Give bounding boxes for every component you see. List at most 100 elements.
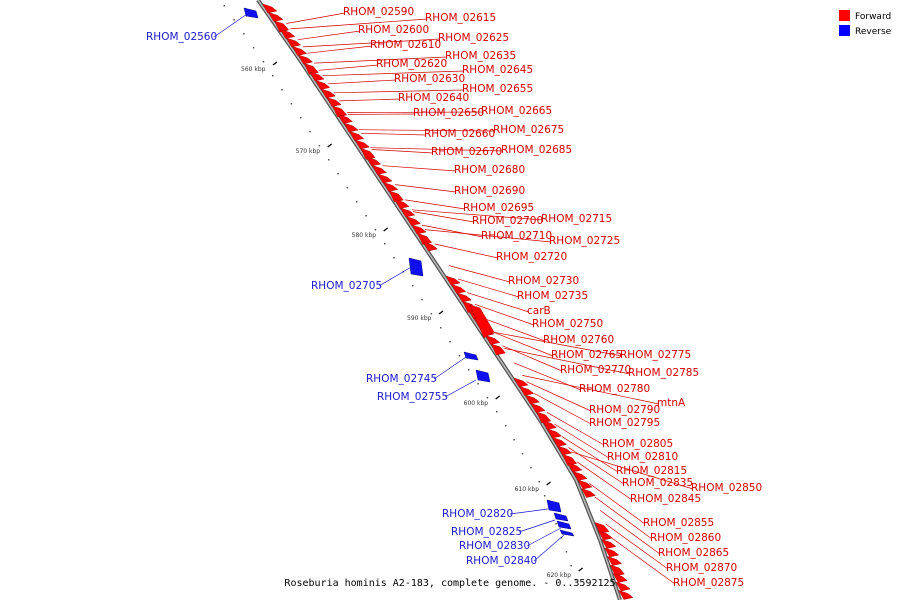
forward-gene-block xyxy=(519,386,535,396)
forward-gene-label: RHOM_02860 xyxy=(650,532,721,544)
reverse-gene-label: RHOM_02840 xyxy=(466,555,537,567)
leader-line xyxy=(457,278,520,298)
forward-gene-label: RHOM_02805 xyxy=(602,438,673,450)
leader-line xyxy=(434,243,499,259)
forward-gene-block xyxy=(315,80,331,90)
forward-gene-label: RHOM_02875 xyxy=(673,577,744,589)
leader-line xyxy=(444,379,477,398)
forward-gene-block xyxy=(371,165,387,175)
forward-gene-block xyxy=(557,445,573,456)
leader-line xyxy=(333,89,465,94)
leader-line xyxy=(371,149,434,154)
leader-line xyxy=(484,318,546,342)
forward-gene-label: RHOM_02645 xyxy=(462,64,533,76)
reverse-gene-label: RHOM_02825 xyxy=(451,526,522,538)
forward-gene-label: RHOM_02685 xyxy=(501,144,572,156)
leader-line xyxy=(370,147,504,152)
leader-line xyxy=(314,56,448,64)
axis-tick-label: 570 kbp xyxy=(296,148,321,155)
reverse-gene-block xyxy=(463,351,479,361)
forward-gene-block xyxy=(343,122,359,133)
axis-tick-label: 610 kbp xyxy=(515,486,540,493)
leader-line xyxy=(571,451,694,490)
leader-line xyxy=(347,111,484,113)
forward-gene-label: RHOM_02690 xyxy=(454,185,525,197)
forward-gene-block xyxy=(490,343,506,356)
axis-tick-label: 590 kbp xyxy=(407,315,432,322)
leader-line xyxy=(425,229,552,243)
forward-gene-label: RHOM_02610 xyxy=(370,39,441,51)
forward-gene-label: RHOM_02715 xyxy=(541,213,612,225)
forward-gene-label: RHOM_02720 xyxy=(496,251,567,263)
forward-gene-label: RHOM_02730 xyxy=(508,275,579,287)
forward-gene-label: RHOM_02590 xyxy=(343,6,414,18)
forward-gene-block xyxy=(377,173,393,184)
leader-line xyxy=(339,98,401,102)
forward-gene-block xyxy=(530,403,546,413)
forward-gene-block xyxy=(274,20,290,33)
legend-reverse-label: Reverse xyxy=(855,27,892,37)
leader-line xyxy=(307,45,373,54)
forward-gene-block xyxy=(513,377,529,388)
forward-gene-block xyxy=(309,71,325,82)
forward-gene-label: RHOM_02835 xyxy=(622,477,693,489)
forward-gene-block xyxy=(451,284,467,294)
leader-line xyxy=(318,64,379,71)
forward-gene-block xyxy=(411,224,427,235)
forward-gene-block xyxy=(320,88,336,99)
leader-line xyxy=(322,70,465,77)
leader-line xyxy=(290,18,428,30)
leader-line xyxy=(493,331,623,357)
leader-line xyxy=(433,356,467,380)
leader-line xyxy=(599,510,661,555)
leader-line xyxy=(594,496,653,540)
forward-gene-block xyxy=(456,292,472,303)
forward-gene-label: RHOM_02760 xyxy=(543,334,614,346)
reverse-gene-block xyxy=(556,520,572,530)
leader-line xyxy=(466,292,530,313)
forward-gene-block xyxy=(326,97,342,107)
leader-line xyxy=(610,537,676,585)
leader-line xyxy=(589,483,646,525)
leader-line xyxy=(358,129,496,132)
forward-gene-block xyxy=(485,335,501,345)
forward-gene-label: RHOM_02620 xyxy=(376,58,447,70)
forward-gene-label: RHOM_02700 xyxy=(472,215,543,227)
forward-gene-label: RHOM_02845 xyxy=(630,493,701,505)
reverse-gene-block xyxy=(408,257,424,277)
legend: Forward Reverse xyxy=(839,10,892,37)
forward-gene-block xyxy=(360,148,376,160)
forward-gene-block xyxy=(394,199,410,209)
forward-gene-block xyxy=(615,581,631,592)
forward-gene-label: RHOM_02680 xyxy=(454,164,525,176)
leader-line xyxy=(526,381,592,412)
leader-line xyxy=(522,375,660,405)
leader-line xyxy=(509,508,549,515)
forward-gene-label: RHOM_02855 xyxy=(643,517,714,529)
forward-gene-block xyxy=(594,522,610,534)
leader-line xyxy=(533,534,565,562)
leader-line xyxy=(327,79,397,85)
reverse-gene-label: RHOM_02830 xyxy=(459,540,530,552)
reverse-gene-block xyxy=(553,512,569,522)
forward-gene-label: RHOM_02750 xyxy=(532,318,603,330)
forward-gene-block xyxy=(577,479,593,490)
forward-gene-block xyxy=(400,207,416,218)
forward-gene-block xyxy=(303,63,319,75)
axis-tick-label: 580 kbp xyxy=(352,232,377,239)
forward-gene-label: RHOM_02780 xyxy=(579,383,650,395)
label-leader-lines xyxy=(213,11,694,585)
forward-gene-block xyxy=(332,105,348,118)
axis-tick-label: 560 kbp xyxy=(241,66,266,73)
forward-gene-block xyxy=(262,3,278,14)
leader-line xyxy=(518,519,556,533)
forward-gene-label: RHOM_02815 xyxy=(616,465,687,477)
forward-gene-block xyxy=(524,394,540,405)
leader-line xyxy=(576,461,633,501)
forward-gene-block xyxy=(580,488,596,498)
leader-line xyxy=(213,11,251,38)
genome-backbone xyxy=(256,0,622,600)
leader-line xyxy=(526,527,562,547)
